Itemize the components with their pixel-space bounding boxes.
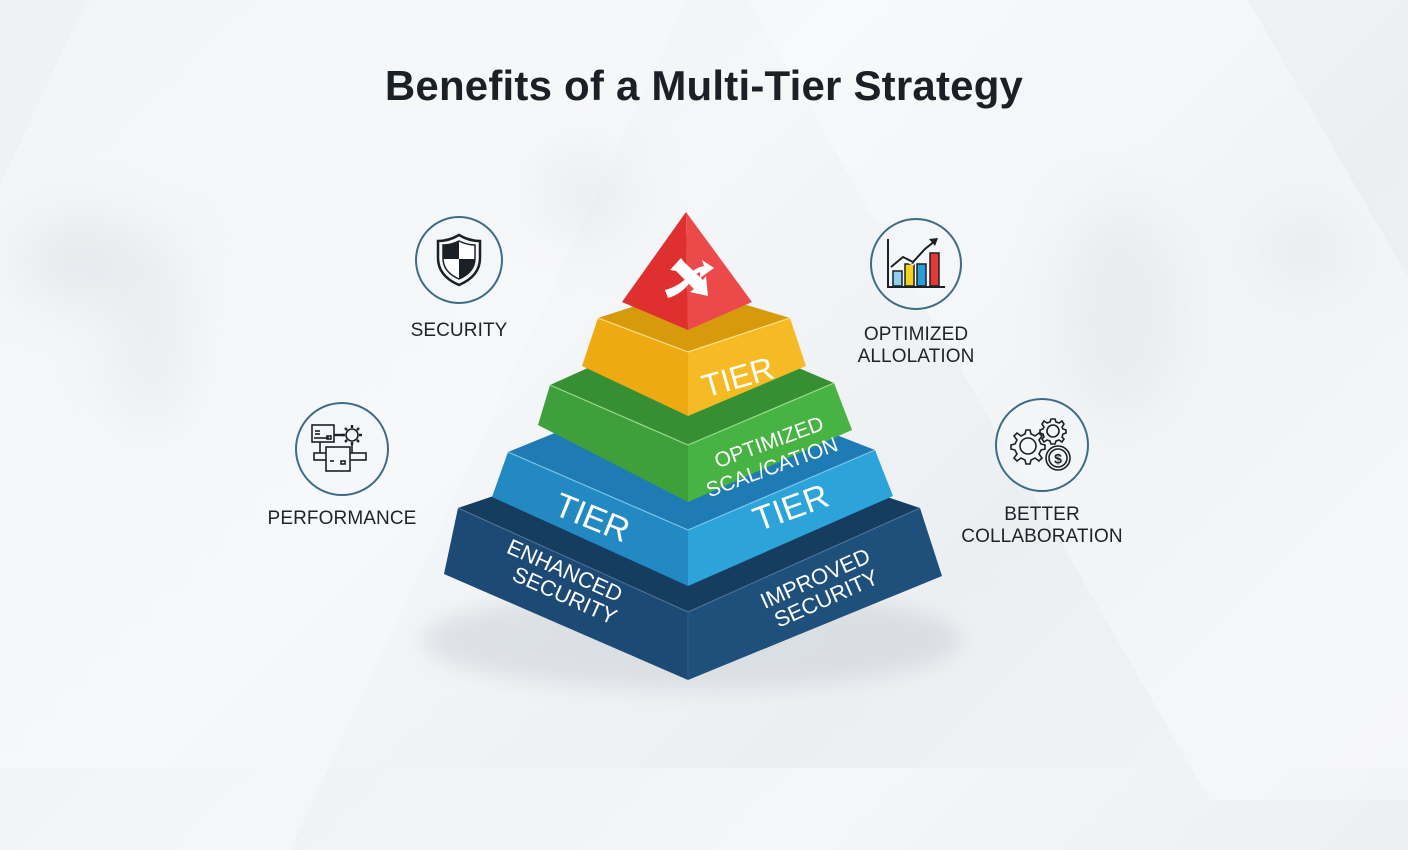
feature-security: SECURITY — [339, 216, 579, 342]
tier-pyramid: TIER OPTIMIZED SCAL/CATION TIER TIER ENH… — [422, 212, 962, 690]
svg-text:$: $ — [1054, 451, 1062, 467]
collaboration-icon-ring: $ — [995, 398, 1089, 492]
feature-performance-label: PERFORMANCE — [267, 508, 417, 529]
security-icon-ring — [415, 216, 503, 304]
bar-chart-growth-icon — [887, 238, 945, 288]
feature-performance: PERFORMANCE — [222, 402, 462, 530]
feature-security-label: SECURITY — [410, 320, 508, 341]
feature-better-collaboration-label: BETTER COLLABORATION — [961, 504, 1123, 547]
page-title: Benefits of a Multi-Tier Strategy — [384, 62, 1024, 109]
crossing-arrows-icon — [665, 258, 714, 298]
feature-optimized-allocation: OPTIMIZED ALLOLATION — [796, 218, 1036, 368]
allocation-icon-ring — [870, 218, 962, 310]
feature-optimized-allocation-label: OPTIMIZED ALLOLATION — [857, 324, 975, 367]
gears-dollar-icon: $ — [1010, 418, 1071, 471]
tier-top — [622, 212, 752, 330]
feature-better-collaboration: $ BETTER COLLABORATION — [922, 398, 1162, 548]
monitor-gear-icon — [311, 424, 367, 472]
performance-icon-ring — [295, 402, 389, 496]
shield-icon — [436, 233, 482, 287]
